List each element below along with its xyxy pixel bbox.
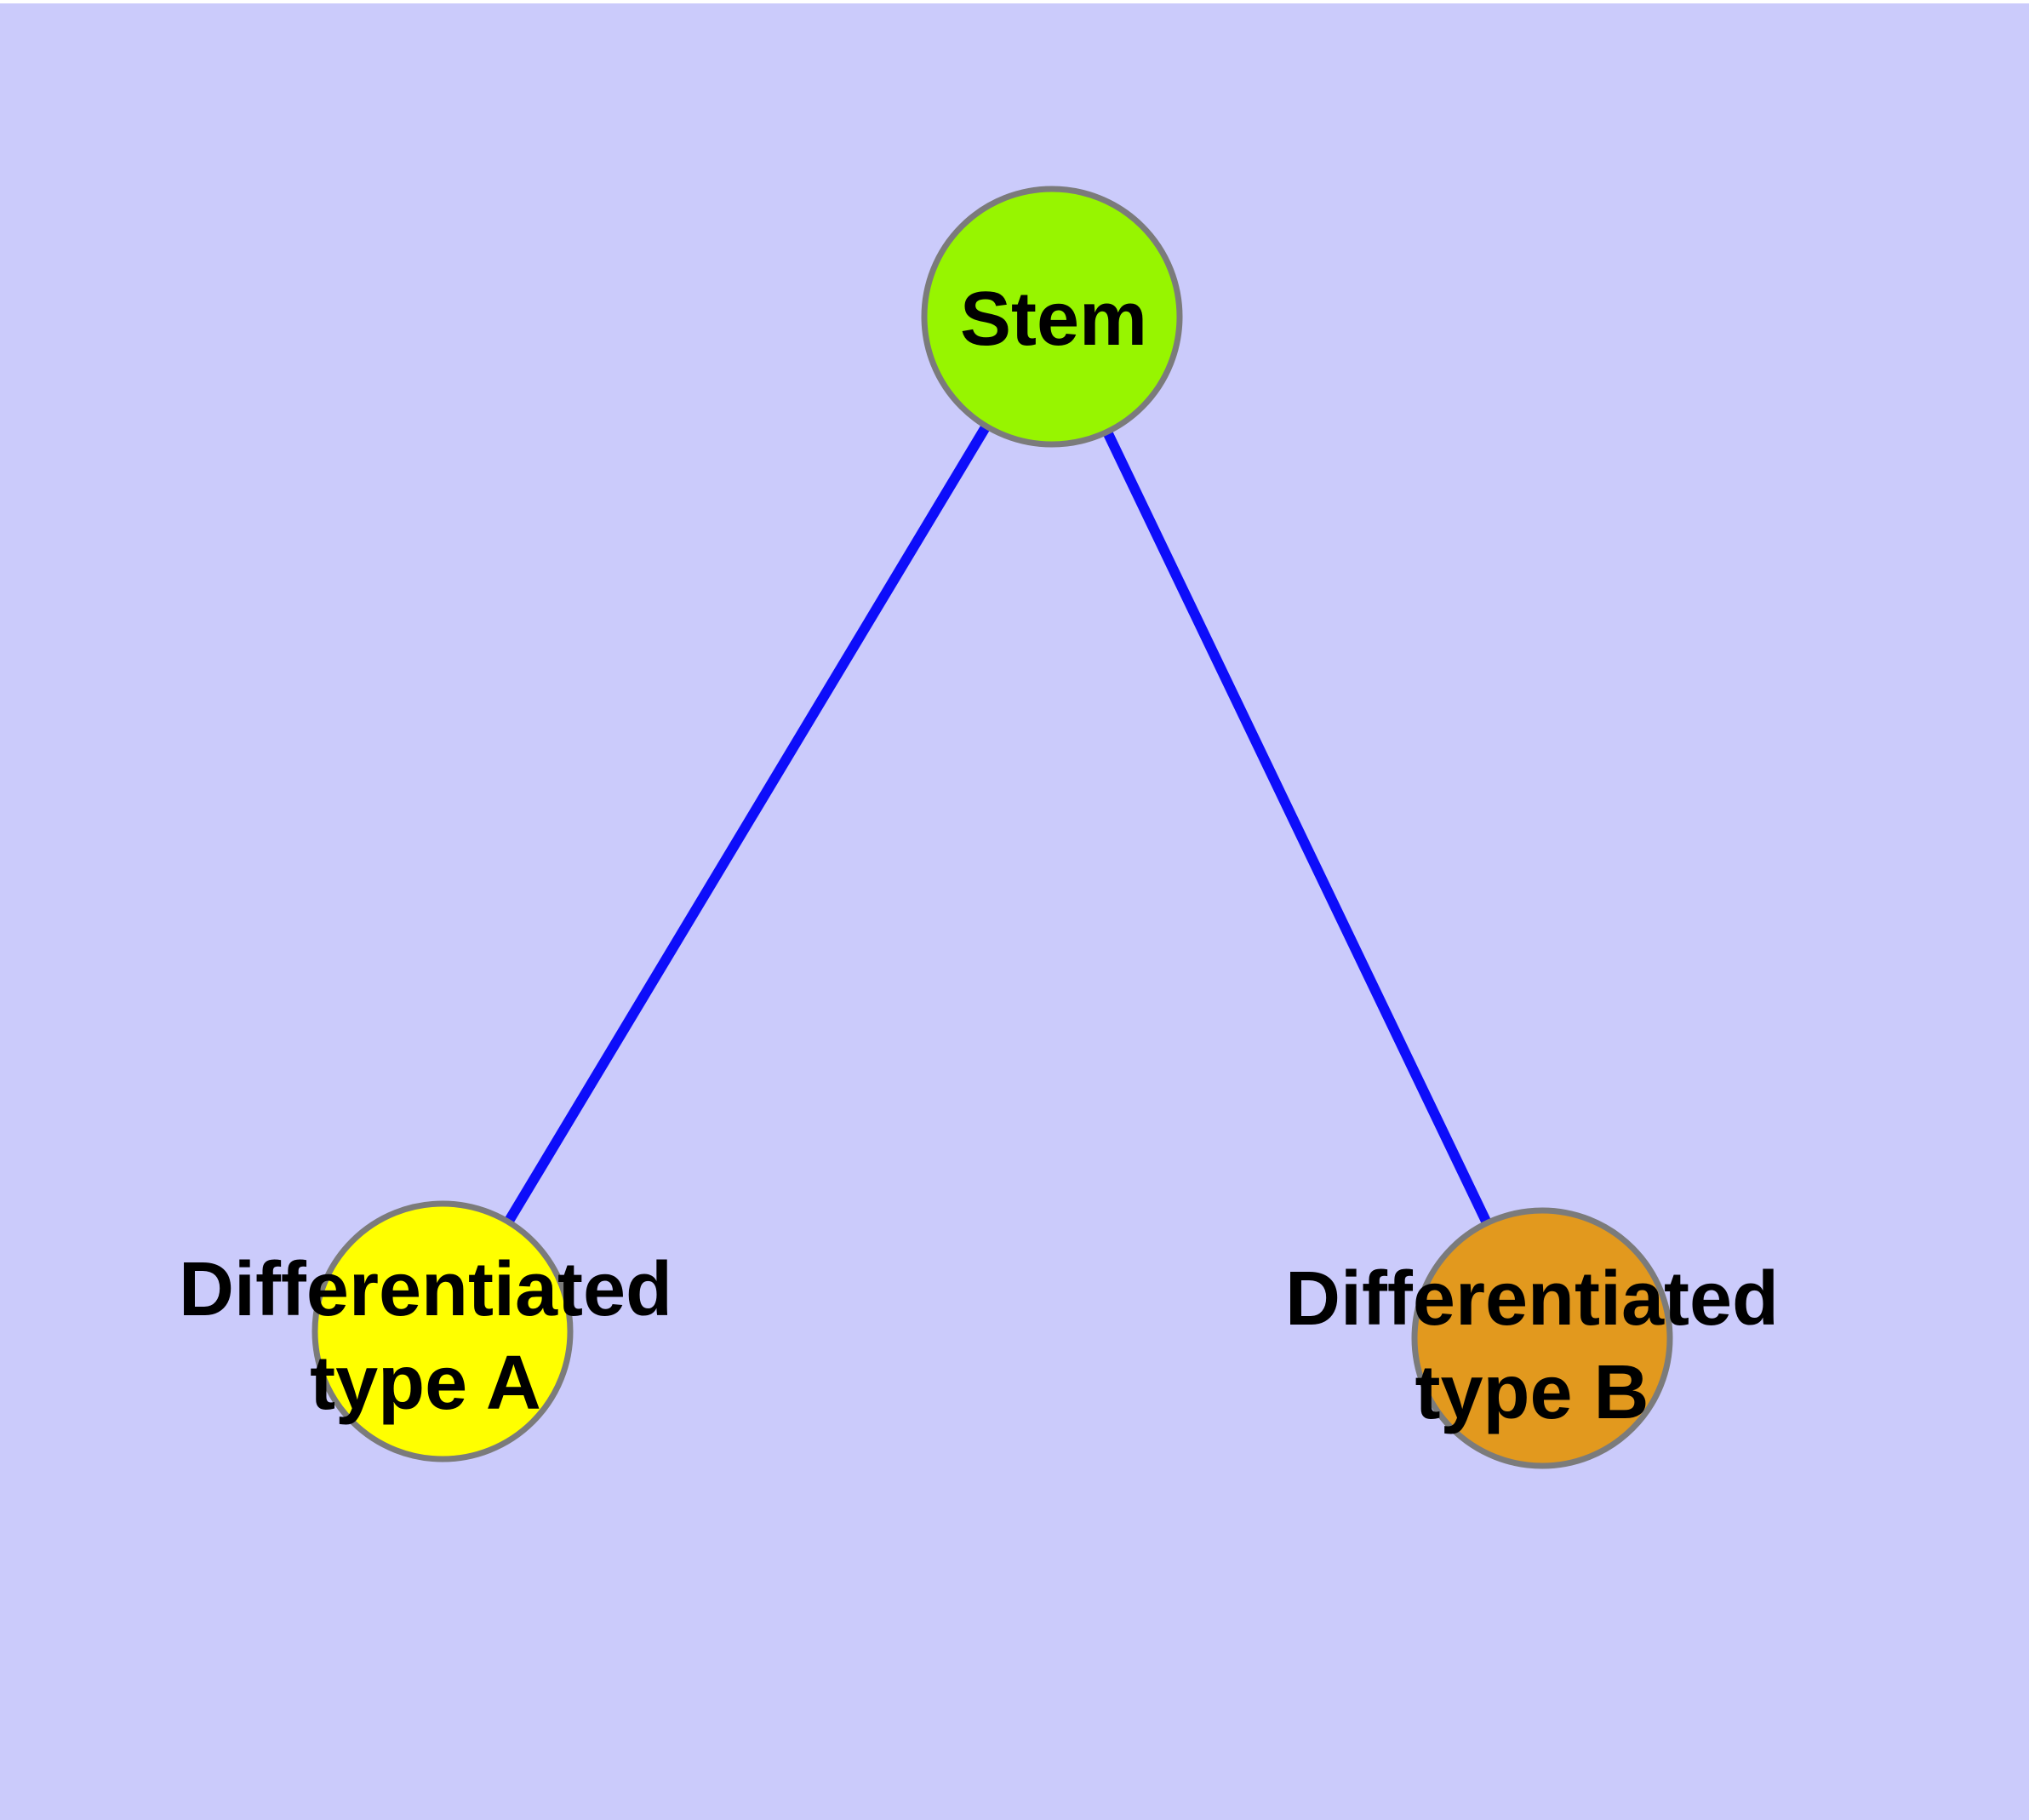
edge-stem-diff-b [1047,314,1547,1341]
node-label-line: Differentiated [1285,1256,1779,1342]
edge-stem-diff-a [437,313,1057,1335]
node-label-diff-a: Differentiated type A [179,1247,672,1426]
node-stem [921,186,1183,448]
node-label-line: type B [1415,1350,1649,1435]
node-label-line: Differentiated [179,1247,672,1332]
edges-layer [437,313,1547,1341]
node-diff-b [1411,1207,1673,1469]
node-diff-a [311,1200,574,1462]
nodes-layer [311,186,1673,1469]
node-label-line: Stem [960,277,1147,362]
node-label-stem: Stem [960,277,1147,362]
node-label-line: type A [310,1341,541,1426]
top-strip [0,0,2029,3]
